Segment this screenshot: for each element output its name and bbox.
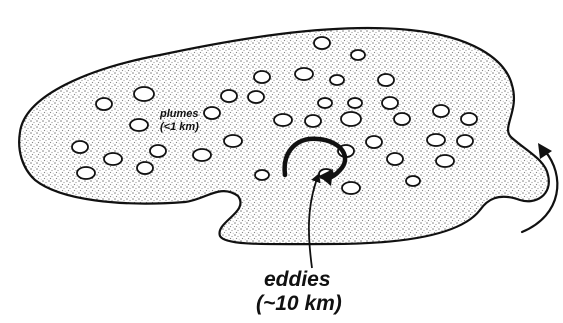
eddies-size-label: (~10 km) (256, 292, 342, 315)
plume (330, 75, 344, 85)
plume (134, 87, 154, 101)
plume (457, 135, 473, 147)
plume (96, 98, 112, 110)
plume (137, 162, 153, 174)
plume (254, 71, 270, 83)
plume (295, 68, 313, 80)
plumes-label: plumes (159, 108, 199, 120)
plume (378, 74, 394, 86)
plume (341, 112, 361, 126)
plume (193, 149, 211, 161)
plume (204, 107, 220, 119)
plume (348, 98, 362, 108)
plume (394, 113, 410, 125)
plume (382, 97, 398, 109)
plume (351, 50, 365, 60)
plume (433, 105, 449, 117)
plume (461, 113, 477, 125)
plumes-size-label: (<1 km) (160, 121, 199, 133)
plume (427, 134, 445, 146)
plume (150, 145, 166, 157)
plume (314, 37, 330, 49)
plume (274, 114, 292, 126)
plume (305, 115, 321, 127)
plume (406, 176, 420, 186)
plume (342, 182, 360, 194)
plume (104, 153, 122, 165)
plume (318, 98, 332, 108)
plume (387, 153, 403, 165)
plume (248, 91, 264, 103)
plume (366, 136, 382, 148)
plume (130, 119, 148, 131)
plume (224, 135, 242, 147)
plume (255, 170, 269, 180)
plume (77, 167, 95, 179)
plume (72, 141, 88, 153)
plume (221, 90, 237, 102)
eddies-label: eddies (264, 268, 331, 291)
plume (436, 155, 454, 167)
